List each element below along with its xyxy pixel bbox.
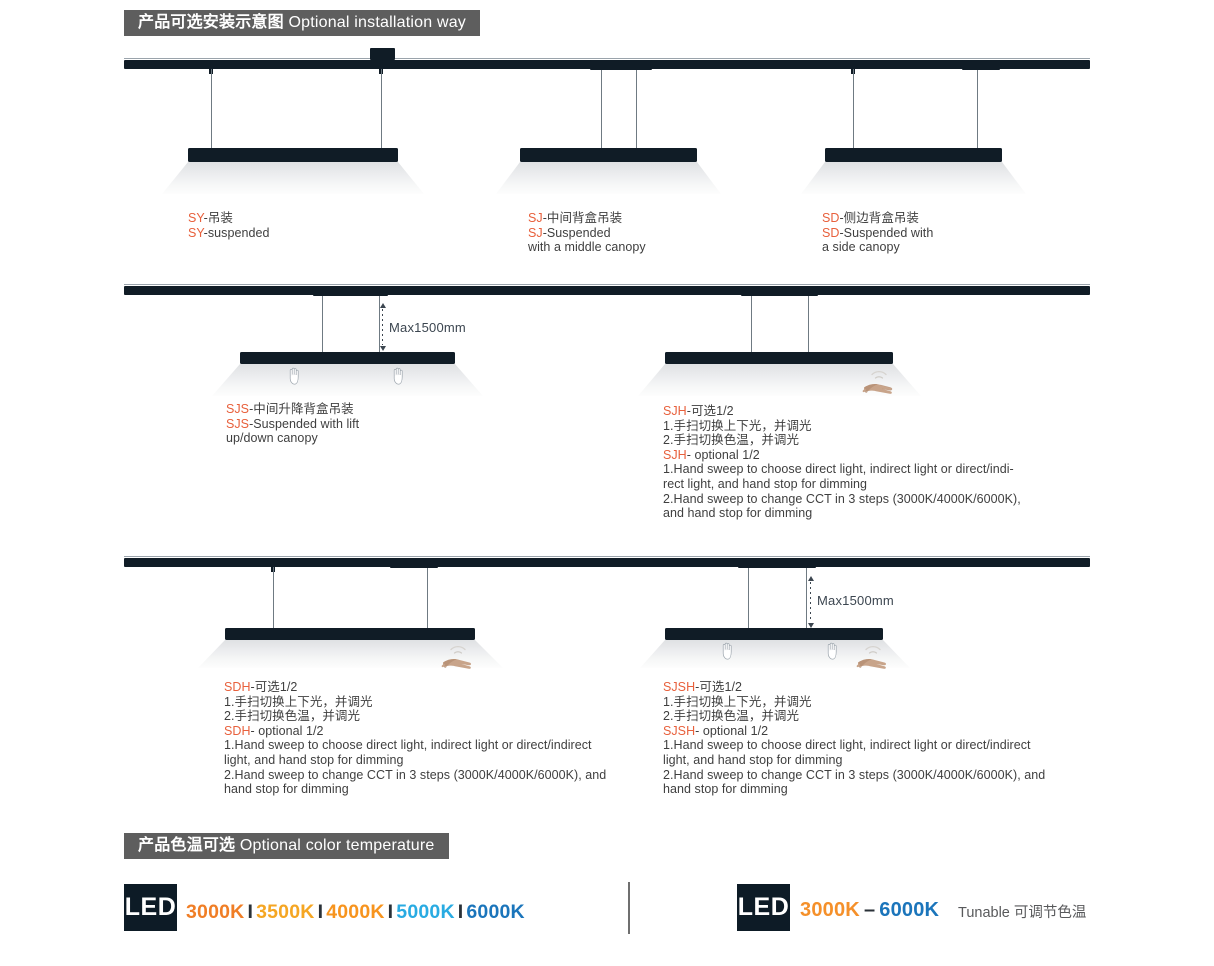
suspension-wire-sjsh-right: [806, 568, 807, 629]
cct-values-tunable: 3000K–6000K: [800, 899, 939, 922]
cct-tunable-note: Tunable 可调节色温: [958, 905, 1087, 921]
caption-sd: SD-侧边背盒吊装 SD-Suspended with a side canop…: [822, 211, 934, 255]
cct-sep-4: I: [457, 901, 464, 923]
led-badge-fixed-label: LED: [124, 893, 177, 921]
palm-hand-icon-sjs-right: [393, 367, 403, 385]
cct-sep-3: I: [387, 901, 394, 923]
luminaire-sy: [188, 148, 398, 162]
banner-title-zh: 产品可选安装示意图: [138, 14, 284, 31]
canopy-box-sjsh: [738, 558, 816, 568]
dimension-arrow-up-sjs: [379, 303, 386, 308]
section-banner-installation: 产品可选安装示意图 Optional installation way: [124, 10, 481, 36]
luminaire-sjsh: [665, 628, 883, 640]
luminaire-sjh: [665, 352, 893, 364]
suspension-wire-sd-right: [977, 70, 978, 153]
caption-sjh: SJH-可选1/2 1.手扫切换上下光，并调光 2.手扫切换色温，并调光 SJH…: [663, 404, 1021, 521]
caption-sjsh: SJSH-可选1/2 1.手扫切换上下光，并调光 2.手扫切换色温，并调光 SJ…: [663, 680, 1046, 797]
suspension-wire-sj-right: [636, 70, 637, 153]
cct-banner-title-zh: 产品色温可选: [138, 837, 236, 854]
suspension-wire-sdh-left: [273, 567, 274, 629]
dimension-arrow-up-sjsh: [807, 576, 814, 581]
caption-sy: SY-吊装 SY-suspended: [188, 211, 270, 240]
ceiling-edge-row3: [124, 556, 1090, 557]
canopy-box-sy: [370, 48, 395, 60]
canopy-box-sj: [590, 60, 652, 70]
ceiling-slab-row2: [124, 286, 1090, 295]
cct-value-4000k: 4000K: [326, 901, 385, 923]
dimension-dots-sjsh: [810, 582, 811, 622]
led-badge-tunable-label: LED: [737, 893, 790, 921]
suspension-wire-sjs-right: [379, 296, 380, 353]
palm-hand-icon-sjsh-left: [722, 642, 732, 660]
luminaire-sjs: [240, 352, 455, 364]
canopy-box-sjs: [313, 286, 388, 296]
luminaire-sj: [520, 148, 697, 162]
ceiling-edge-row1: [124, 58, 1090, 59]
light-beam-sj: [496, 162, 721, 194]
luminaire-sdh: [225, 628, 475, 640]
luminaire-sd: [825, 148, 1002, 162]
suspension-wire-sdh-right: [427, 568, 428, 629]
cct-divider: [628, 882, 630, 934]
light-beam-sjs: [212, 364, 483, 396]
palm-hand-icon-sjsh-right: [827, 642, 837, 660]
ceiling-slab-row3: [124, 558, 1090, 567]
cct-banner-title-en: Optional color temperature: [239, 837, 435, 854]
dimension-arrow-down-sjs: [379, 346, 386, 351]
banner-title-en: Optional installation way: [288, 14, 467, 31]
suspension-wire-sy-left: [211, 69, 212, 153]
dimension-dots-sjs: [382, 309, 383, 345]
hand-sweep-icon-sjsh: [856, 645, 887, 669]
light-beam-sy: [162, 162, 424, 194]
cct-tunable-to: 6000K: [879, 899, 940, 921]
canopy-box-sjh: [741, 286, 818, 296]
dimension-arrow-down-sjsh: [807, 623, 814, 628]
suspension-wire-sjs-left: [322, 296, 323, 353]
caption-sj: SJ-中间背盒吊装 SJ-Suspended with a middle can…: [528, 211, 646, 255]
dimension-label-sjs: Max1500mm: [389, 320, 466, 335]
cct-value-6000k: 6000K: [466, 901, 525, 923]
cct-tunable-dash: –: [863, 899, 876, 921]
cct-value-3500k: 3500K: [256, 901, 315, 923]
palm-hand-icon-sjs-left: [289, 367, 299, 385]
cct-value-5000k: 5000K: [396, 901, 455, 923]
suspension-wire-sjsh-left: [748, 568, 749, 629]
cct-sep-2: I: [317, 901, 324, 923]
suspension-wire-sjh-right: [808, 296, 809, 353]
canopy-box-sdh: [390, 558, 438, 568]
ceiling-edge-row2: [124, 284, 1090, 285]
cct-tunable-from: 3000K: [800, 899, 860, 921]
suspension-wire-sy-right: [381, 69, 382, 153]
cct-sep-1: I: [247, 901, 254, 923]
suspension-wire-sj-left: [601, 70, 602, 153]
light-beam-sd: [801, 162, 1026, 194]
suspension-wire-sd-left: [853, 69, 854, 153]
caption-sjs: SJS-中间升降背盒吊装 SJS-Suspended with lift up/…: [226, 402, 360, 446]
canopy-box-sd: [962, 60, 1000, 70]
section-banner-cct: 产品色温可选 Optional color temperature: [124, 833, 449, 859]
led-badge-fixed: LED: [124, 884, 177, 931]
led-badge-tunable: LED: [737, 884, 790, 931]
dimension-label-sjsh: Max1500mm: [817, 593, 894, 608]
suspension-wire-sjh-left: [751, 296, 752, 353]
hand-sweep-icon-sdh: [441, 645, 472, 669]
hand-sweep-icon-sjh: [862, 370, 893, 394]
cct-value-3000k: 3000K: [186, 901, 245, 923]
caption-sdh: SDH-可选1/2 1.手扫切换上下光，并调光 2.手扫切换色温，并调光 SDH…: [224, 680, 607, 797]
